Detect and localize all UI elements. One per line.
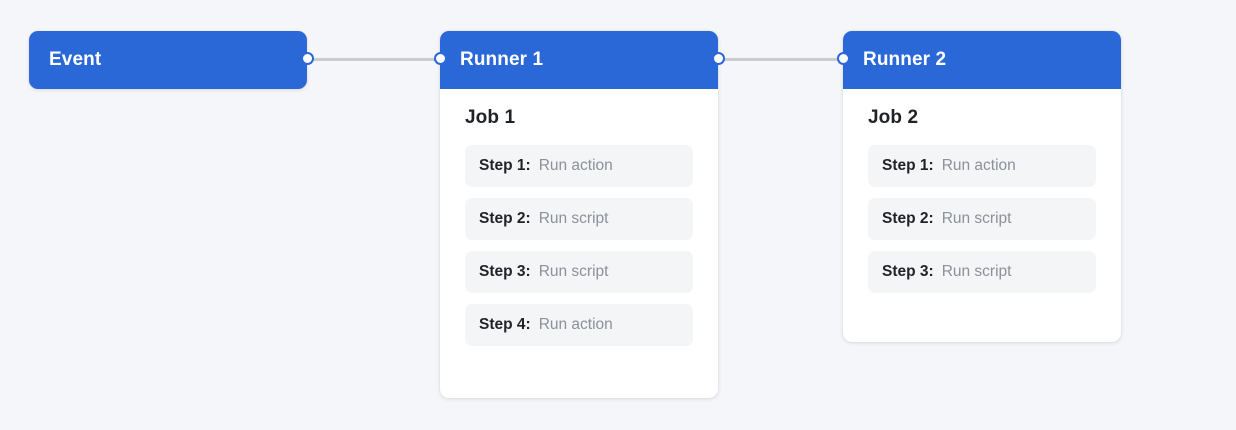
edge-event-to-runner1 [307,58,443,61]
runner1-step-2-label: Step 2: [479,210,531,227]
runner1-step-list: Step 1: Run action Step 2: Run script St… [465,145,693,346]
runner1-step-4-desc: Run action [538,316,613,333]
node-runner2-body: Job 2 Step 1: Run action Step 2: Run scr… [843,89,1121,293]
runner1-step-3-label: Step 3: [479,263,531,280]
runner2-step-3-desc: Run script [941,263,1012,280]
runner1-step-3-desc: Run script [538,263,609,280]
edge-runner1-to-runner2 [714,58,846,61]
runner2-step-1[interactable]: Step 1: Run action [868,145,1096,187]
runner1-step-4-label: Step 4: [479,316,531,333]
runner2-step-3-label: Step 3: [882,263,934,280]
node-runner1[interactable]: Runner 1 Job 1 Step 1: Run action Step 2… [440,31,718,398]
runner2-step-list: Step 1: Run action Step 2: Run script St… [868,145,1096,293]
runner1-step-3[interactable]: Step 3: Run script [465,251,693,293]
runner1-step-4[interactable]: Step 4: Run action [465,304,693,346]
runner1-step-1-desc: Run action [538,157,613,174]
runner1-step-2-desc: Run script [538,210,609,227]
node-runner2[interactable]: Runner 2 Job 2 Step 1: Run action Step 2… [843,31,1121,342]
port-runner2-left[interactable] [837,52,850,65]
node-runner1-title: Runner 1 [460,49,544,70]
node-event[interactable]: Event [29,31,307,89]
runner1-step-1-label: Step 1: [479,157,531,174]
port-event-right[interactable] [301,52,314,65]
runner2-job-title: Job 2 [868,107,919,128]
node-runner2-title: Runner 2 [863,49,947,70]
node-runner2-header: Runner 2 [843,31,1121,89]
runner2-step-2-desc: Run script [941,210,1012,227]
node-runner1-body: Job 1 Step 1: Run action Step 2: Run scr… [440,89,718,346]
node-event-title: Event [49,49,102,70]
runner2-step-2-label: Step 2: [882,210,934,227]
runner1-step-1[interactable]: Step 1: Run action [465,145,693,187]
runner1-job-title: Job 1 [465,107,516,128]
runner2-step-1-label: Step 1: [882,157,934,174]
runner1-step-2[interactable]: Step 2: Run script [465,198,693,240]
runner2-step-2[interactable]: Step 2: Run script [868,198,1096,240]
port-runner1-left[interactable] [434,52,447,65]
node-runner1-header: Runner 1 [440,31,718,89]
port-runner1-right[interactable] [712,52,725,65]
runner2-step-3[interactable]: Step 3: Run script [868,251,1096,293]
runner2-step-1-desc: Run action [941,157,1016,174]
